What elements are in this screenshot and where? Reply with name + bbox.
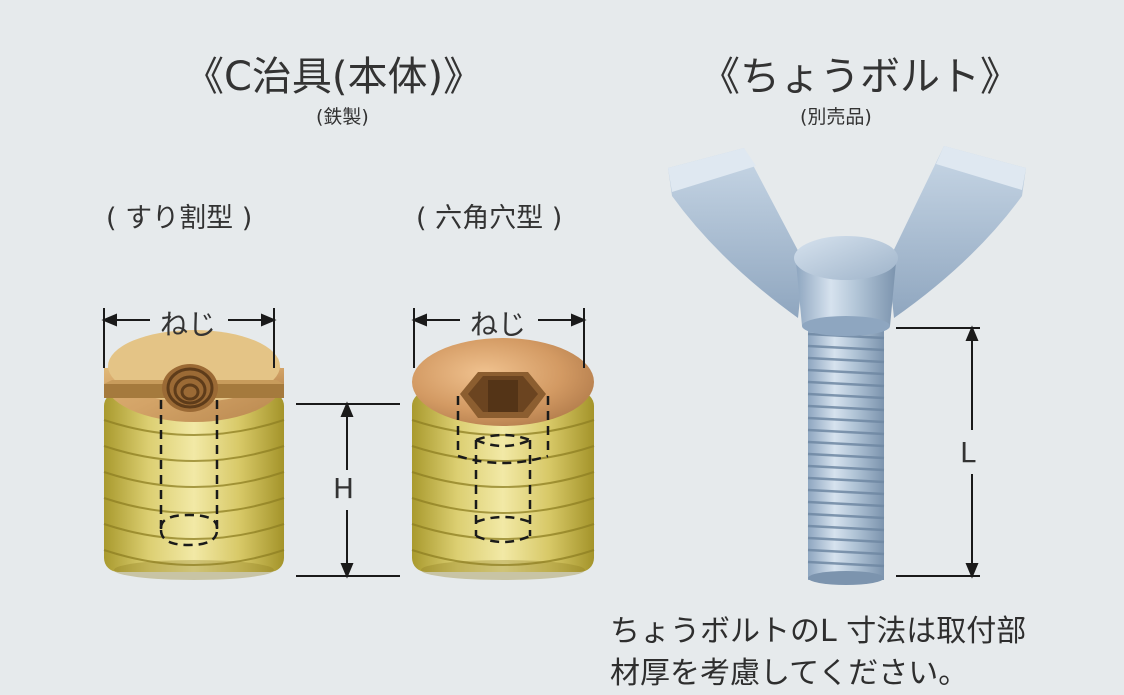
c-jig-material: (鉄製): [316, 106, 369, 128]
length-dimension: [896, 325, 980, 579]
wing-bolt-title: 《ちょうボルト》: [700, 54, 1020, 100]
note-line-1: ちょうボルトのL 寸法は取付部: [610, 614, 1027, 649]
thread-label-middle: ねじ: [470, 308, 527, 341]
height-label: H: [333, 472, 355, 505]
hex-socket-insert-illustration: [411, 338, 595, 580]
wing-bolt-material: (別売品): [800, 106, 872, 128]
length-label: L: [960, 436, 976, 469]
slotted-type-label: ( すり割型 ): [106, 203, 253, 234]
height-dimension: [296, 401, 400, 579]
slotted-insert-illustration: [103, 330, 285, 580]
c-jig-title: 《C治具(本体)》: [184, 54, 484, 100]
hex-type-label: ( 六角穴型 ): [416, 203, 563, 234]
thread-dimension-left: [101, 308, 277, 368]
note-line-2: 材厚を考慮してください。: [610, 656, 969, 691]
wing-bolt-illustration: [668, 146, 1026, 585]
thread-label-left: ねじ: [160, 308, 217, 341]
thread-dimension-middle: [411, 308, 587, 368]
